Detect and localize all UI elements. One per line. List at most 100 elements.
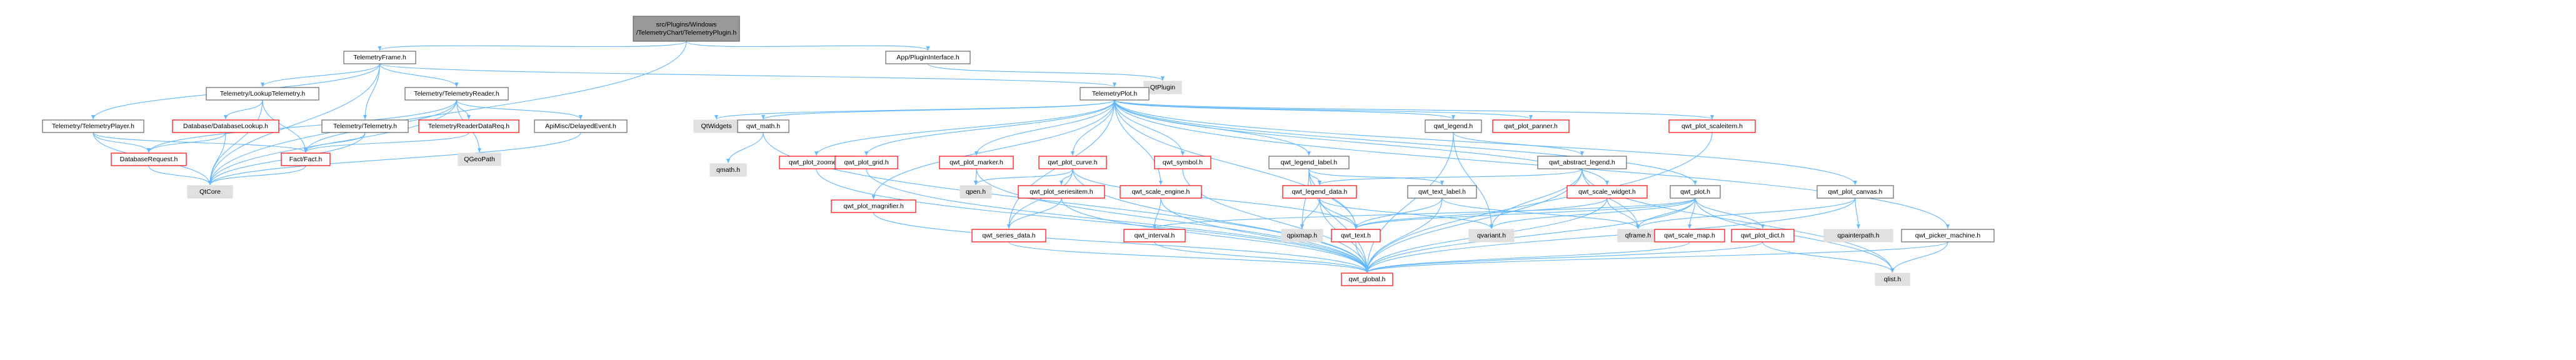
node-qtwidgets[interactable]: QtWidgets [693,119,739,133]
node-label: qwt_plot_marker.h [950,159,1003,166]
node-label: qwt_math.h [746,122,780,130]
node-qwt-picker-machine[interactable]: qwt_picker_machine.h [1901,229,1995,242]
node-qwt-text-label[interactable]: qwt_text_label.h [1407,185,1477,199]
node-telemetry-reader[interactable]: Telemetry/TelemetryReader.h [404,87,509,101]
edge-qwt_plot-to-qwt_scale_map [1687,198,1696,229]
node-qwt-symbol[interactable]: qwt_symbol.h [1154,156,1211,169]
edge-qwt_picker_machine-to-qwt_global [1365,241,1948,273]
node-qpixmap[interactable]: qpixmap.h [1281,229,1323,242]
node-label: qwt_scale_map.h [1664,232,1715,239]
node-qwt-interval[interactable]: qwt_interval.h [1123,229,1186,242]
node-qwt-plot-seriesitem[interactable]: qwt_plot_seriesitem.h [1018,185,1105,199]
edge-qwt_plot_canvas-to-qpainterpath [1855,198,1861,229]
edge-delayed_event-to-qtcore [208,132,581,186]
node-qgeopath[interactable]: QGeoPath [458,152,501,166]
edge-qwt_plot-to-qwt_text [1354,198,1696,229]
node-qpen[interactable]: qpen.h [960,185,992,199]
node-box [960,185,992,199]
edge-qwt_plot-to-qwt_interval [1153,198,1696,229]
node-qwt-legend-data[interactable]: qwt_legend_data.h [1282,185,1357,199]
node-label: ApiMisc/DelayedEvent.h [545,122,616,130]
node-box [1331,229,1381,242]
node-qwt-math[interactable]: qwt_math.h [737,119,789,133]
node-box [1566,185,1648,199]
edge-qwt_abstract_legend-to-qframe [1581,168,1640,229]
node-qframe[interactable]: qframe.h [1617,229,1659,242]
edge-telemetry_lookup-to-fact [262,99,308,153]
node-fact[interactable]: Fact/Fact.h [281,152,331,166]
node-label: qwt_series_data.h [982,232,1035,239]
node-box [281,152,331,166]
node-qwt-plot-scaleitem[interactable]: qwt_plot_scaleitem.h [1668,119,1756,133]
node-qpainterpath[interactable]: qpainterpath.h [1823,229,1893,242]
node-box [1154,156,1211,169]
node-qwt-scale-widget[interactable]: qwt_scale_widget.h [1566,185,1648,199]
edge-qwt_plot_dict-to-qlist [1762,241,1895,273]
node-telemetry-player[interactable]: Telemetry/TelemetryPlayer.h [42,119,144,133]
node-qlist[interactable]: qlist.h [1875,272,1910,286]
edge-qwt_abstract_legend-to-qwt_legend_data [1318,168,1583,186]
node-telemetry-frame[interactable]: TelemetryFrame.h [343,51,416,64]
edge-telemetry_plot-to-qwt_plot_canvas [1114,99,1857,186]
node-qwt-text[interactable]: qwt_text.h [1331,229,1381,242]
node-app-plugin-interface[interactable]: App/PluginInterface.h [885,51,971,64]
node-qwt-plot[interactable]: qwt_plot.h [1670,185,1721,199]
node-label: /TelemetryChart/TelemetryPlugin.h [636,29,737,37]
node-box [1668,119,1756,133]
node-box [1425,119,1482,133]
node-qwt-plot-marker[interactable]: qwt_plot_marker.h [939,156,1014,169]
edge-qwt_text_label-to-qwt_text [1353,198,1443,229]
node-qtcore[interactable]: QtCore [187,185,233,199]
node-box [172,119,279,133]
node-telemetry-lookup[interactable]: Telemetry/LookupTelemetry.h [206,87,319,101]
node-qwt-series-data[interactable]: qwt_series_data.h [971,229,1046,242]
node-qwt-plot-magnifier[interactable]: qwt_plot_magnifier.h [831,199,916,213]
node-box [1654,229,1725,242]
node-qwt-plot-canvas[interactable]: qwt_plot_canvas.h [1817,185,1894,199]
node-qt-plugin[interactable]: QtPlugin [1143,81,1182,94]
edge-fact-to-qtcore [208,165,306,186]
node-qmath[interactable]: qmath.h [709,163,747,177]
node-db-lookup[interactable]: Database/DatabaseLookup.h [172,119,279,133]
node-qwt-plot-curve[interactable]: qwt_plot_curve.h [1038,156,1107,169]
edge-app_plugin_interface-to-qt_plugin [927,63,1165,81]
edge-qwt_legend_label-to-qpixmap [1300,168,1310,229]
node-label: Telemetry/TelemetryReader.h [414,90,499,98]
node-telemetry-plot[interactable]: TelemetryPlot.h [1080,87,1150,101]
node-label: qwt_plot_seriesitem.h [1030,188,1093,196]
edge-qwt_plot_scaleitem-to-qwt_global [1365,132,1713,273]
node-box [1537,156,1627,169]
node-label: qwt_scale_widget.h [1578,188,1636,196]
node-qwt-abstract-legend[interactable]: qwt_abstract_legend.h [1537,156,1627,169]
node-box [1123,229,1186,242]
node-box [1282,185,1357,199]
node-qwt-plot-dict[interactable]: qwt_plot_dict.h [1731,229,1795,242]
node-qvariant[interactable]: qvariant.h [1468,229,1515,242]
node-box [1468,229,1515,242]
node-label: qwt_plot_scaleitem.h [1681,122,1743,130]
edge-qwt_plot_grid-to-qwt_global [866,168,1370,273]
edge-qwt_legend-to-qwt_global [1365,132,1454,273]
node-label: qwt_legend.h [1434,122,1473,130]
node-reader-data-req[interactable]: TelemetryReaderDataReq.h [418,119,519,133]
node-qwt-global[interactable]: qwt_global.h [1341,272,1393,286]
node-telemetry-h[interactable]: Telemetry/Telemetry.h [321,119,409,133]
node-qwt-scale-map[interactable]: qwt_scale_map.h [1654,229,1725,242]
node-qwt-legend[interactable]: qwt_legend.h [1425,119,1482,133]
node-db-request[interactable]: DatabaseRequest.h [111,152,187,166]
edge-telemetry_plot-to-qwt_plot [1114,99,1697,186]
node-qwt-plot-grid[interactable]: qwt_plot_grid.h [834,156,898,169]
node-delayed-event[interactable]: ApiMisc/DelayedEvent.h [534,119,628,133]
node-qwt-scale-engine[interactable]: qwt_scale_engine.h [1120,185,1202,199]
node-label: TelemetryPlot.h [1092,90,1138,98]
edge-qwt_plot_seriesitem-to-qwt_series_data [1006,198,1062,229]
edge-qwt_legend_data-to-qvariant [1319,198,1494,229]
node-label: qwt_plot_canvas.h [1828,188,1883,196]
node-layer: src/Plugins/Windows/TelemetryChart/Telem… [42,16,1995,286]
node-qwt-plot-panner[interactable]: qwt_plot_panner.h [1492,119,1570,133]
node-label: qpixmap.h [1287,232,1318,239]
node-qwt-legend-label[interactable]: qwt_legend_label.h [1268,156,1350,169]
edge-telemetry_plot-to-qwt_plot_curve [1070,99,1115,156]
node-box [939,156,1014,169]
node-root[interactable]: src/Plugins/Windows/TelemetryChart/Telem… [633,16,740,42]
